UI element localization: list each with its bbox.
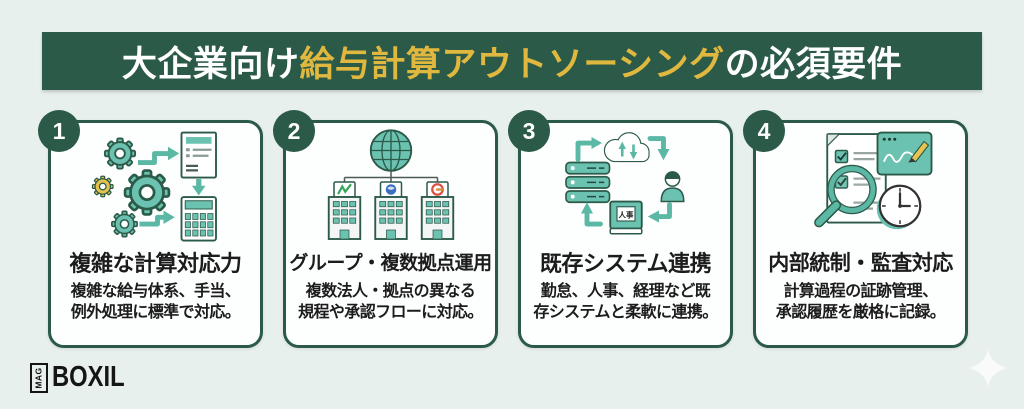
gears-document-calculator-icon [58, 127, 254, 249]
clock-icon [876, 184, 921, 230]
magnifier-icon [813, 164, 877, 228]
card-number-badge: 3 [508, 110, 550, 152]
boxil-logo-text: BOXIL [52, 361, 125, 393]
boxil-mag-logo: MAG BOXIL [30, 361, 141, 394]
desc-line: 承認履歴を厳格に記録。 [775, 304, 946, 321]
title-prefix: 大企業向け [121, 44, 300, 84]
card-title: 複雑な計算対応力 [69, 251, 242, 276]
book-label: 人事 [618, 210, 633, 220]
card-group-multisite: 2 [273, 110, 498, 348]
desc-line: 規程や承認フローに対応。 [298, 304, 483, 321]
card-complex-calculation: 1 [38, 110, 263, 348]
card-internal-control-audit: 4 [743, 110, 968, 348]
desc-line: 勤怠、人事、経理など既 [540, 283, 711, 300]
desc-line: 例外処理に標準で対応。 [70, 304, 241, 321]
card-title: グループ・複数拠点運用 [289, 253, 492, 274]
person-icon [659, 171, 685, 203]
card-description: 計算過程の証跡管理、 承認履歴を厳格に記録。 [775, 281, 946, 323]
title-highlight: 給与計算アウトソーシング [299, 44, 725, 84]
audit-checklist-clock-icon [763, 127, 959, 249]
server-stack-icon [564, 161, 610, 204]
header-banner: 大企業向け給与計算アウトソーシングの必須要件 [42, 32, 982, 90]
cloud-sync-arrows-icon [618, 141, 637, 160]
feature-cards-row: 1 [38, 110, 968, 348]
building-logo-icon [430, 183, 444, 196]
pencil-icon [909, 140, 929, 163]
cloud-system-sync-icon: 人事 [528, 127, 724, 249]
card-description: 勤怠、人事、経理など既 存システムと柔軟に連携。 [533, 281, 718, 323]
hr-book-icon: 人事 [608, 200, 643, 235]
desc-line: 計算過程の証跡管理、 [783, 283, 938, 300]
building-logo-icon [336, 183, 352, 195]
card-number-badge: 4 [743, 110, 785, 152]
desc-line: 複雑な給与体系、手当、 [70, 283, 241, 300]
card-title: 内部統制・監査対応 [768, 252, 953, 275]
card-system-integration: 3 [508, 110, 733, 348]
title-suffix: の必須要件 [724, 44, 903, 84]
card-title: 既存システム連携 [539, 251, 712, 276]
card-description: 複数法人・拠点の異なる 規程や承認フローに対応。 [298, 281, 483, 323]
mag-logo-box: MAG [30, 362, 48, 393]
globe-branch-buildings-icon [293, 127, 489, 249]
card-description: 複雑な給与体系、手当、 例外処理に標準で対応。 [70, 281, 241, 323]
signature-window-icon [876, 131, 932, 176]
card-number-badge: 1 [38, 110, 80, 152]
page-title: 大企業向け給与計算アウトソーシングの必須要件 [122, 36, 902, 87]
card-number-badge: 2 [273, 110, 315, 152]
mag-logo-text: MAG [34, 366, 44, 389]
desc-line: 存システムと柔軟に連携。 [533, 304, 718, 321]
desc-line: 複数法人・拠点の異なる [305, 283, 476, 300]
sparkle-icon [968, 348, 1008, 388]
